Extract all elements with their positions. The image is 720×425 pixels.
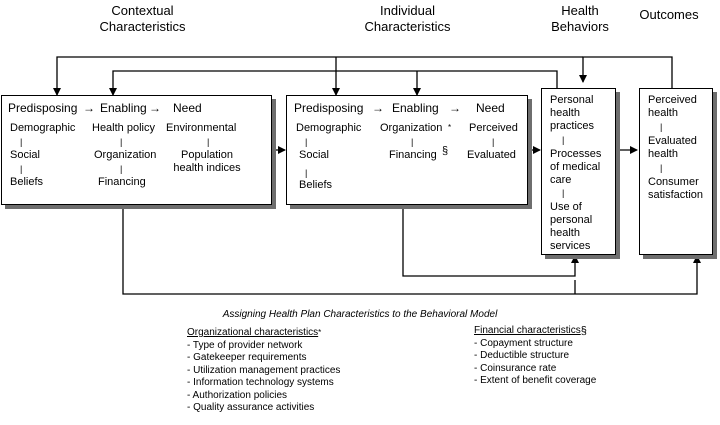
ctx-population-health: Population health indices — [173, 149, 241, 174]
ctx-sep-5: | — [207, 137, 210, 147]
list-item: - Copayment structure — [474, 337, 573, 349]
ind-enabling: Enabling — [392, 101, 439, 115]
health-behaviors-box: Personal health practices | Processes of… — [541, 88, 616, 255]
ind-sep-2: | — [305, 168, 308, 178]
financial-title-row: Financial characteristics§ — [474, 325, 694, 338]
ctx-predisposing: Predisposing — [8, 101, 78, 115]
ind-sep-4: | — [492, 137, 495, 147]
list-item: - Extent of benefit coverage — [474, 375, 597, 386]
ctx-demographic: Demographic — [10, 122, 76, 134]
contextual-box: Predisposing → Enabling → Need Demograph… — [1, 95, 272, 205]
evaluated-health: Evaluated health — [648, 135, 697, 160]
ctx-social: Social — [10, 149, 40, 161]
ctx-financing: Financing — [98, 176, 146, 188]
ctx-arrow-1: → — [83, 101, 95, 115]
outcomes-sep-2: | — [660, 163, 663, 173]
perceived-health: Perceived health — [648, 94, 697, 119]
ind-organization-mark: * — [448, 123, 452, 132]
list-item: - Gatekeeper requirements — [187, 352, 307, 363]
organizational-title-row: Organizational characteristics* — [187, 327, 427, 340]
consumer-satisfaction: Consumer satisfaction — [648, 176, 704, 201]
ind-predisposing: Predisposing — [294, 101, 364, 115]
financial-characteristics: Financial characteristics§ - Copayment s… — [474, 325, 694, 388]
ind-beliefs: Beliefs — [299, 179, 333, 191]
ctx-sep-2: | — [20, 164, 23, 174]
ctx-sep-3: | — [120, 137, 123, 147]
ind-organization: Organization — [380, 122, 443, 134]
list-item: - Type of provider network — [187, 339, 303, 351]
assignment-caption: Assigning Health Plan Characteristics to… — [222, 309, 498, 320]
ind-arrow-2: → — [449, 101, 461, 115]
ctx-sep-4: | — [120, 164, 123, 174]
financial-title: Financial characteristics — [474, 325, 581, 336]
list-item: - Information technology systems — [187, 377, 334, 388]
list-item: - Authorization policies — [187, 389, 288, 401]
header-health-behaviors: Health Behaviors — [551, 3, 609, 34]
ctx-arrow-2: → — [149, 101, 161, 115]
processes-of-medical-care: Processes of medical care — [550, 148, 602, 186]
ctx-enabling: Enabling — [100, 101, 147, 115]
ind-evaluated: Evaluated — [467, 149, 516, 161]
ind-sep-3: | — [411, 137, 414, 147]
ctx-health-policy: Health policy — [92, 122, 155, 134]
financial-mark: § — [580, 325, 587, 337]
behaviors-sep-1: | — [562, 135, 565, 145]
outcomes-box: Perceived health | Evaluated health | Co… — [639, 88, 713, 255]
organizational-mark: * — [318, 328, 322, 337]
use-of-personal-health-services: Use of personal health services — [550, 201, 593, 252]
ind-financing-mark: § — [442, 145, 449, 157]
ind-sep-1: | — [305, 137, 308, 147]
ind-social: Social — [299, 149, 329, 161]
outcomes-sep-1: | — [660, 122, 663, 132]
list-item: - Deductible structure — [474, 350, 570, 361]
personal-health-practices: Personal health practices — [550, 94, 595, 132]
header-individual: Individual Characteristics — [364, 3, 451, 34]
ind-financing: Financing — [389, 149, 437, 161]
list-item: - Quality assurance activities — [187, 402, 315, 413]
individual-box: Predisposing → Enabling → Need Demograph… — [286, 95, 528, 205]
ind-demographic: Demographic — [296, 122, 362, 134]
ctx-sep-1: | — [20, 137, 23, 147]
list-item: - Coinsurance rate — [474, 362, 557, 374]
header-contextual: Contextual Characteristics — [99, 3, 186, 34]
header-outcomes: Outcomes — [639, 7, 699, 22]
ctx-beliefs: Beliefs — [10, 176, 44, 188]
ctx-environmental: Environmental — [166, 122, 237, 134]
ind-need: Need — [476, 101, 505, 115]
organizational-title: Organizational characteristics — [187, 327, 319, 338]
ctx-need: Need — [173, 101, 202, 115]
ind-arrow-1: → — [372, 101, 384, 115]
behaviors-sep-2: | — [562, 188, 565, 198]
organizational-characteristics: Organizational characteristics* - Type o… — [187, 327, 427, 415]
list-item: - Utilization management practices — [187, 364, 341, 376]
ind-perceived: Perceived — [469, 122, 518, 134]
ctx-organization: Organization — [94, 149, 157, 161]
